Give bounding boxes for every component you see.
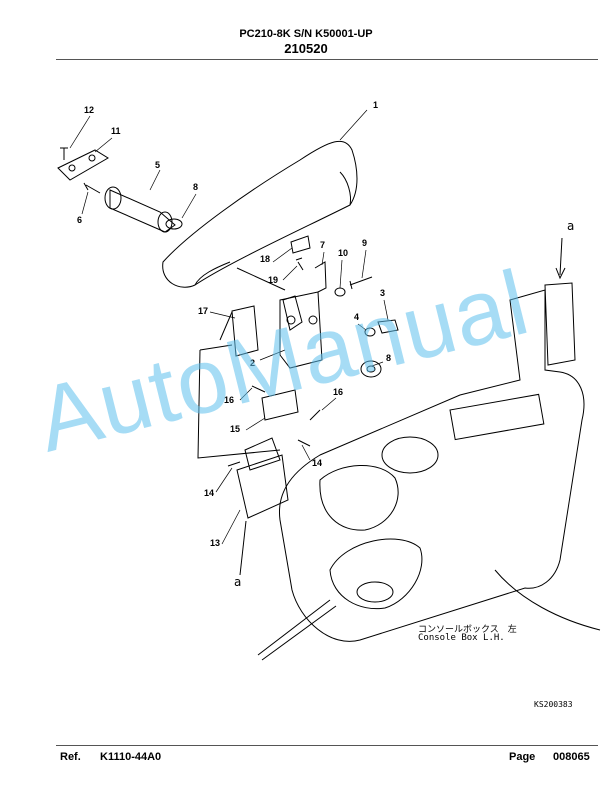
bracket-plate: [57, 149, 109, 181]
drawing-number: KS200383: [534, 700, 573, 709]
callout-14b: 14: [204, 488, 214, 498]
callout-6: 6: [77, 215, 82, 225]
callout-7: 7: [320, 240, 325, 250]
footer-page-value: 008065: [553, 751, 590, 763]
header-rule: [56, 59, 598, 60]
footer-page-label: Page: [509, 751, 536, 763]
footer-ref-label: Ref.: [60, 751, 81, 763]
callout-17: 17: [198, 306, 208, 316]
hinge-shaft: [109, 189, 176, 233]
footer-rule: [56, 745, 598, 746]
callout-2: 2: [250, 358, 255, 368]
header-code: 210520: [284, 41, 328, 56]
callout-14a: 14: [312, 458, 322, 468]
callout-10: 10: [338, 248, 348, 258]
callout-11: 11: [111, 126, 121, 136]
callout-5: 5: [155, 160, 160, 170]
cover-13: [236, 454, 289, 519]
view-letter-bottom: a: [234, 575, 241, 589]
callout-12: 12: [84, 105, 94, 115]
callout-18: 18: [260, 254, 270, 264]
bracket-15: [261, 389, 299, 421]
callout-1: 1: [373, 100, 378, 110]
footer-ref-value: K1110-44A0: [100, 751, 162, 763]
header-model: PC210-8K S/N K50001-UP: [239, 28, 373, 40]
caption-jp: コンソールボックス 左: [418, 625, 517, 635]
plate-17: [231, 305, 259, 357]
callout-8b: 8: [386, 353, 391, 363]
armrest-pad: [162, 140, 358, 288]
callout-16a: 16: [224, 395, 234, 405]
callout-4: 4: [354, 312, 359, 322]
caption-en: Console Box L.H.: [418, 633, 505, 643]
base-bracket: [279, 291, 323, 369]
callout-9: 9: [362, 238, 367, 248]
callout-8a: 8: [193, 182, 198, 192]
callout-19: 19: [268, 275, 278, 285]
callout-3: 3: [380, 288, 385, 298]
callout-13: 13: [210, 538, 220, 548]
callout-15: 15: [230, 424, 240, 434]
console-box: [278, 289, 585, 642]
callout-16b: 16: [333, 387, 343, 397]
view-letter-top: a: [567, 219, 574, 233]
